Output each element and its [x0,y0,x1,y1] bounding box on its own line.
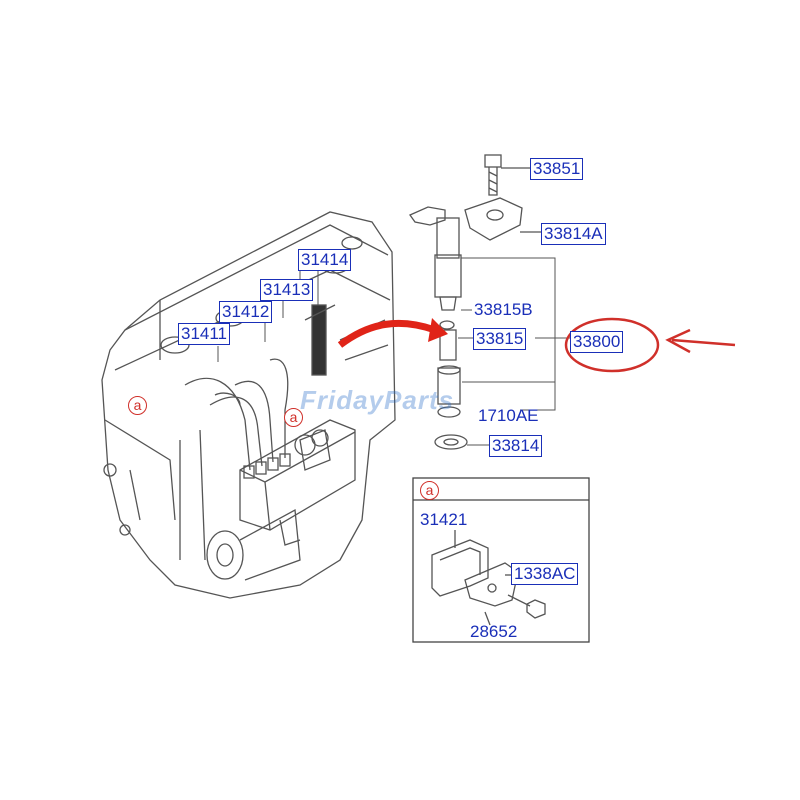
part-label-33815: 33815 [473,328,527,350]
part-label-28652: 28652 [470,622,518,641]
pointer-arrowhead [665,328,691,354]
callout-a-left: a [128,396,147,415]
inset-parts-drawing [431,530,546,626]
red-curved-arrow [337,319,437,348]
inset-frame [412,477,590,643]
part-label-33814: 33814 [489,435,543,457]
part-label-33815B: 33815B [474,300,533,319]
watermark-logo: FridayParts [300,385,455,415]
injector-parts-drawing [409,154,542,450]
callout-a-center: a [284,408,303,427]
highlight-circle [564,317,660,373]
red-arrowhead [428,318,448,342]
part-label-31411: 31411 [178,323,231,345]
part-label-31414: 31414 [298,249,352,271]
part-label-1710AE: 1710AE [478,406,539,425]
part-label-31421: 31421 [420,510,468,529]
part-label-31413: 31413 [260,279,314,301]
assembly-bracket-lines [458,257,575,446]
part-label-33851: 33851 [530,158,584,180]
part-label-33814A: 33814A [541,223,606,245]
callout-a-inset: a [420,481,439,500]
pointer-arrow-line [671,338,736,347]
part-label-33800: 33800 [570,331,624,353]
part-label-1338AC: 1338AC [511,563,579,585]
part-label-31412: 31412 [219,301,273,323]
